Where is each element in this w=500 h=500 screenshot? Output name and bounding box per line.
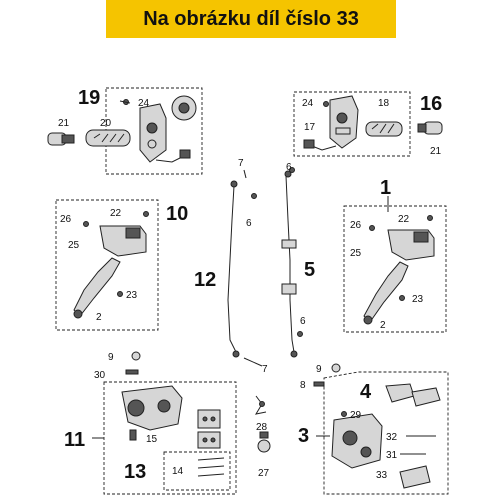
screw-24-right <box>323 101 329 107</box>
hose-clip-28 <box>254 395 267 415</box>
callout-18: 18 <box>378 98 390 109</box>
bleeder-15 <box>129 429 137 441</box>
left-bar-end <box>47 132 75 146</box>
callout-26b: 26 <box>350 220 362 231</box>
callout-9a: 9 <box>108 352 114 363</box>
brake-hose-5 <box>281 170 298 358</box>
callout-14: 14 <box>172 466 184 477</box>
callout-12: 12 <box>194 269 216 291</box>
right-grip <box>365 121 403 137</box>
callout-6a: 6 <box>246 218 252 229</box>
pad-springs-14 <box>197 457 225 477</box>
callout-25a: 25 <box>68 240 80 251</box>
callout-24a: 24 <box>138 98 150 109</box>
callout-28: 28 <box>256 422 268 433</box>
callout-6c: 6 <box>300 316 306 327</box>
callout-7b: 7 <box>262 364 268 375</box>
screw-26-right <box>369 225 375 231</box>
pivot-23-left <box>117 291 123 297</box>
group-10-box <box>55 199 159 331</box>
callout-5: 5 <box>304 259 315 281</box>
callout-29: 29 <box>350 410 362 421</box>
callout-31: 31 <box>386 450 398 461</box>
callout-25b: 25 <box>350 248 362 259</box>
callout-3: 3 <box>298 425 309 447</box>
callout-30: 30 <box>94 370 106 381</box>
callout-13: 13 <box>124 461 146 483</box>
header-banner: Na obrázku díl číslo 33 <box>106 0 396 38</box>
callout-32: 32 <box>386 432 398 443</box>
callout-16: 16 <box>420 93 442 115</box>
callout-9b: 9 <box>316 364 322 375</box>
left-grip <box>85 129 131 147</box>
left-switch-housing <box>139 103 191 163</box>
callout-6b: 6 <box>286 162 292 173</box>
left-master-cylinder <box>73 225 147 319</box>
callout-1: 1 <box>380 177 391 199</box>
right-brake-pads <box>385 383 441 407</box>
banjo-bolt-6b <box>289 167 295 173</box>
callout-11: 11 <box>64 429 85 451</box>
callout-19: 19 <box>78 87 100 109</box>
screw-26-left <box>83 221 89 227</box>
group-16-box <box>293 91 411 157</box>
banjo-bolt-6c <box>297 331 303 337</box>
callout-23b: 23 <box>412 294 424 305</box>
callout-8: 8 <box>300 380 306 391</box>
left-brake-caliper <box>121 385 183 431</box>
callout-22b: 22 <box>398 214 410 225</box>
group-1-box <box>343 205 447 333</box>
washer-9-left <box>131 351 141 361</box>
left-switch-cover <box>171 95 197 121</box>
banjo-bolt-6a <box>251 193 257 199</box>
callout-17: 17 <box>304 122 316 133</box>
spring-plate-33 <box>399 465 431 489</box>
right-switch-housing <box>303 95 359 151</box>
callout-21a: 21 <box>58 118 70 129</box>
right-master-cylinder <box>363 229 435 325</box>
callout-33: 33 <box>376 470 388 481</box>
header-title: Na obrázku díl číslo 33 <box>143 8 359 30</box>
screw-22-left <box>143 211 149 217</box>
callout-22a: 22 <box>110 208 122 219</box>
hose-guide-27 <box>257 431 271 453</box>
callout-2b: 2 <box>380 320 386 331</box>
callout-27: 27 <box>258 468 270 479</box>
group-14-box <box>163 451 231 491</box>
right-brake-caliper <box>331 413 383 469</box>
callout-15: 15 <box>146 434 158 445</box>
callout-4: 4 <box>360 381 372 403</box>
callout-26a: 26 <box>60 214 72 225</box>
callout-7a: 7 <box>238 158 244 169</box>
callout-10: 10 <box>166 203 188 225</box>
callout-23a: 23 <box>126 290 138 301</box>
callout-2a: 2 <box>96 312 102 323</box>
group-3-box <box>323 371 449 495</box>
screw-22-right <box>427 215 433 221</box>
bolt-30 <box>125 369 139 375</box>
right-bar-end <box>417 121 443 135</box>
callout-24b: 24 <box>302 98 314 109</box>
washer-9-right <box>331 363 341 373</box>
left-brake-pads <box>197 409 221 449</box>
bleeder-29 <box>341 411 347 417</box>
callout-21b: 21 <box>430 146 442 157</box>
brake-hose-12 <box>227 180 240 358</box>
callout-20: 20 <box>100 118 112 129</box>
bolt-8 <box>313 381 325 387</box>
pivot-23-right <box>399 295 405 301</box>
